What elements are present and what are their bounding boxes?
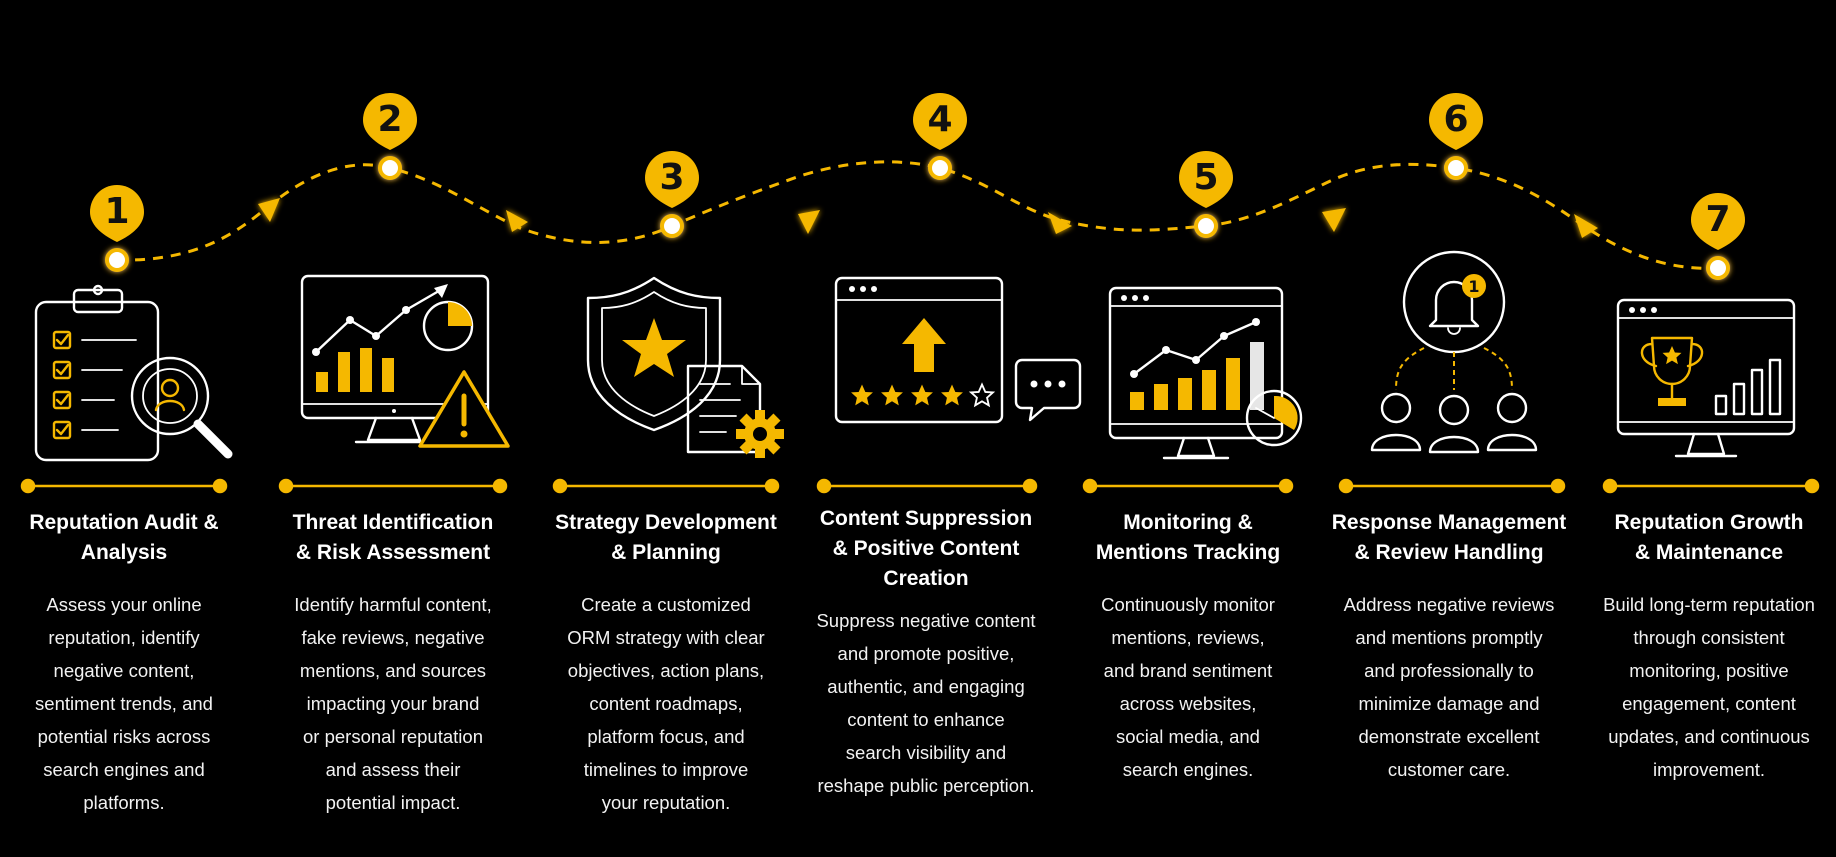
- step-title: Response Management& Review Handling: [1331, 511, 1567, 564]
- step-title: Reputation Growth& Maintenance: [1614, 511, 1804, 564]
- divider-6: [1338, 478, 1566, 494]
- step-number-7: 7: [1705, 199, 1731, 240]
- monitor-warning-icon: [300, 274, 510, 448]
- pin-4: [913, 93, 967, 150]
- arrow-6: [1574, 214, 1598, 238]
- timeline-path: [116, 160, 1719, 270]
- monitor-trophy-bars-icon: [1616, 298, 1796, 458]
- monitor-chart-gauge-icon: [1108, 286, 1303, 460]
- arrow-5: [1322, 208, 1346, 232]
- marker-3: [645, 151, 699, 238]
- arrow-1: [258, 198, 280, 222]
- divider-5: [1082, 478, 1294, 494]
- step-2: Threat Identification& Risk Assessment I…: [273, 508, 513, 819]
- dividers: [20, 478, 1820, 494]
- pin-3: [645, 151, 699, 208]
- step-3: Strategy Development& Planning Create a …: [546, 508, 786, 819]
- arrow-4: [1048, 212, 1072, 234]
- marker-7: [1691, 193, 1745, 280]
- marker-2: [363, 93, 417, 180]
- step-title: Monitoring &Mentions Tracking: [1095, 511, 1281, 564]
- step-title: Reputation Audit &Analysis: [29, 511, 219, 564]
- step-5: Monitoring &Mentions Tracking Continuous…: [1068, 508, 1308, 786]
- marker-1: [90, 185, 144, 272]
- step-7: Reputation Growth& Maintenance Build lon…: [1589, 508, 1829, 786]
- step-6: Response Management& Review Handling Add…: [1329, 508, 1569, 786]
- pin-6: [1429, 93, 1483, 150]
- step-number-5: 5: [1193, 157, 1219, 198]
- divider-3: [552, 478, 780, 494]
- arrow-2: [506, 210, 528, 232]
- marker-5: [1179, 151, 1233, 238]
- step-title: Strategy Development& Planning: [555, 511, 777, 564]
- pin-5: [1179, 151, 1233, 208]
- step-number-1: 1: [104, 191, 130, 232]
- step-number-4: 4: [927, 99, 953, 140]
- divider-1: [20, 478, 228, 494]
- arrow-3: [798, 210, 820, 234]
- pin-7: [1691, 193, 1745, 250]
- pin-2: [363, 93, 417, 150]
- step-number-3: 3: [659, 157, 685, 198]
- marker-4: [913, 93, 967, 180]
- marker-6: [1429, 93, 1483, 180]
- step-1: Reputation Audit &Analysis Assess your o…: [4, 508, 244, 819]
- notification-badge: 1: [1468, 277, 1479, 296]
- path-arrows: [258, 198, 1598, 238]
- step-description: Identify harmful content,fake reviews, n…: [294, 594, 492, 813]
- browser-upload-stars-icon: [834, 276, 1082, 424]
- divider-4: [816, 478, 1038, 494]
- bell-users-network-icon: 1: [1370, 250, 1538, 454]
- pin-1: [90, 185, 144, 242]
- step-number-6: 6: [1443, 99, 1469, 140]
- divider-2: [278, 478, 508, 494]
- shield-star-document-icon: [586, 276, 784, 458]
- markers: [90, 93, 1745, 280]
- divider-7: [1602, 478, 1820, 494]
- clipboard-magnifier-icon: [34, 284, 233, 462]
- step-number-2: 2: [377, 99, 403, 140]
- step-title: Threat Identification& Risk Assessment: [292, 511, 494, 564]
